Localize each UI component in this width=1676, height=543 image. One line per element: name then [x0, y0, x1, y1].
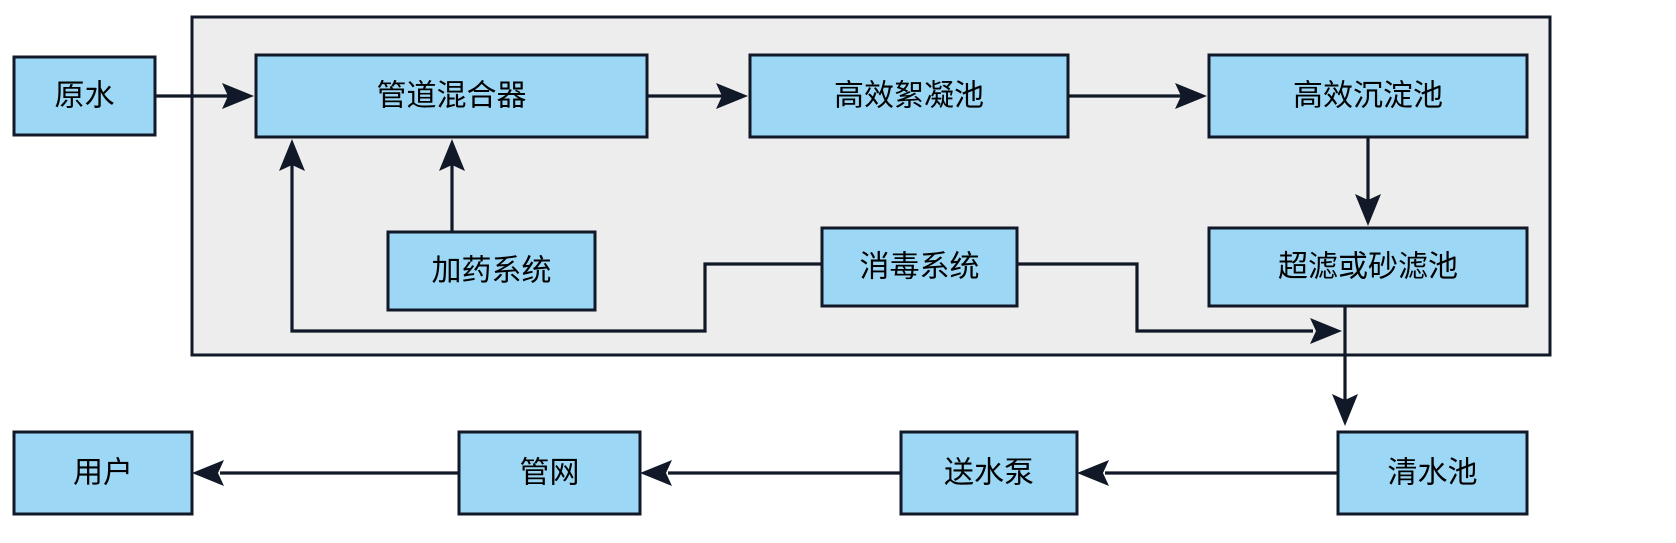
- edge-filtration-to-clear-water-tank: [1332, 306, 1358, 426]
- node-filtration-tank[interactable]: 超滤或砂滤池: [1207, 226, 1529, 308]
- node-label-raw-water: 原水: [55, 79, 115, 114]
- node-label-dosing-system: 加药系统: [432, 254, 552, 289]
- edge-dosing-system-to-pipe-mixer: [439, 139, 465, 232]
- node-dosing-system[interactable]: 加药系统: [386, 230, 597, 312]
- edge-delivery-pump-to-pipe-network: [640, 460, 901, 486]
- edge-disinfection-to-filtration-outlet: [1017, 262, 1342, 344]
- edge-sedimentation-to-filtration: [1355, 137, 1381, 226]
- node-flocculation-tank[interactable]: 高效絮凝池: [748, 53, 1070, 139]
- edge-pipe-mixer-to-flocculation: [647, 83, 748, 109]
- node-delivery-pump[interactable]: 送水泵: [899, 430, 1079, 516]
- node-clear-water-tank[interactable]: 清水池: [1336, 430, 1529, 516]
- node-pipe-mixer[interactable]: 管道混合器: [254, 53, 649, 139]
- nodes-layer: 原水 管道混合器 高效絮凝池 高效沉淀池 加药系统 消毒系统: [12, 53, 1529, 516]
- node-raw-water[interactable]: 原水: [12, 55, 157, 137]
- node-label-clear-water-tank: 清水池: [1388, 456, 1478, 491]
- node-label-user: 用户: [73, 456, 133, 491]
- node-disinfection-system[interactable]: 消毒系统: [820, 226, 1019, 308]
- edge-flocculation-to-sedimentation: [1068, 83, 1207, 109]
- node-label-filtration-tank: 超滤或砂滤池: [1278, 250, 1458, 285]
- node-label-flocculation-tank: 高效絮凝池: [834, 79, 984, 114]
- node-pipe-network[interactable]: 管网: [457, 430, 642, 516]
- node-user[interactable]: 用户: [12, 430, 194, 516]
- node-label-pipe-mixer: 管道混合器: [377, 79, 527, 114]
- edges-layer: [155, 83, 1381, 486]
- edge-disinfection-to-pipe-mixer: [279, 139, 822, 333]
- node-label-pipe-network: 管网: [520, 456, 580, 491]
- edge-clear-water-tank-to-delivery-pump: [1077, 460, 1338, 486]
- edge-pipe-network-to-user: [192, 460, 459, 486]
- node-label-delivery-pump: 送水泵: [944, 456, 1034, 491]
- node-sedimentation-tank[interactable]: 高效沉淀池: [1207, 53, 1529, 139]
- edge-raw-water-to-pipe-mixer: [155, 83, 254, 109]
- node-label-sedimentation-tank: 高效沉淀池: [1293, 79, 1443, 114]
- node-label-disinfection-system: 消毒系统: [860, 250, 980, 285]
